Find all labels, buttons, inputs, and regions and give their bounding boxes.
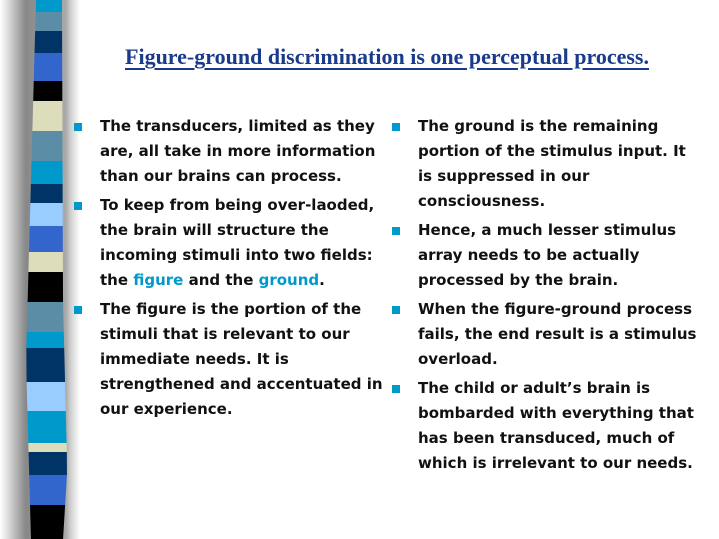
decorative-stripe-bar (26, 0, 67, 539)
square-bullet-icon (74, 202, 82, 210)
bullet-item: When the figure-ground process fails, th… (392, 297, 702, 372)
square-bullet-icon (392, 123, 400, 131)
square-bullet-icon (392, 306, 400, 314)
square-bullet-icon (392, 227, 400, 235)
bullet-text: and the (183, 271, 259, 289)
stripe-segment (34, 31, 63, 53)
stripe-segment (29, 226, 63, 252)
bullet-item: The transducers, limited as they are, al… (74, 114, 384, 189)
bullet-text: The transducers, limited as they are, al… (100, 117, 376, 185)
bullet-text: When the figure-ground process fails, th… (418, 300, 697, 368)
stripe-segment (35, 0, 63, 12)
stripe-segment (27, 411, 67, 443)
stripe-segment (27, 272, 64, 302)
stripe-segment (33, 53, 63, 81)
stripe-segment (26, 382, 66, 411)
bullet-text: Hence, a much lesser stimulus array need… (418, 221, 677, 289)
bullet-text: . (319, 271, 325, 289)
square-bullet-icon (74, 306, 82, 314)
bullet-item: Hence, a much lesser stimulus array need… (392, 218, 702, 293)
stripe-segment (30, 161, 63, 184)
bullet-text: The figure is the portion of the stimuli… (100, 300, 383, 418)
bullet-item: To keep from being over-laoded, the brai… (74, 193, 384, 293)
stripe-segment (28, 443, 67, 452)
stripe-segment (28, 252, 63, 272)
stripe-segment (31, 131, 63, 161)
stripe-segment (33, 81, 63, 101)
highlight-ground: ground (258, 271, 320, 289)
bullet-text: To keep from being over-laoded, the brai… (100, 196, 375, 289)
left-column: The transducers, limited as they are, al… (74, 114, 384, 426)
right-column: The ground is the remaining portion of t… (392, 114, 702, 480)
bullet-text: The child or adult’s brain is bombarded … (418, 379, 694, 472)
stripe-segment (26, 302, 64, 332)
highlight-figure: figure (133, 271, 184, 289)
stripe-segment (29, 475, 67, 505)
square-bullet-icon (74, 123, 82, 131)
bullet-item: The figure is the portion of the stimuli… (74, 297, 384, 422)
slide-title: Figure-ground discrimination is one perc… (125, 44, 649, 69)
stripe-segment (28, 452, 67, 475)
bullet-text: The ground is the remaining portion of t… (418, 117, 686, 210)
bullet-item: The ground is the remaining portion of t… (392, 114, 702, 214)
stripe-segment (30, 184, 63, 203)
bullet-item: The child or adult’s brain is bombarded … (392, 376, 702, 476)
stripe-segment (26, 348, 66, 382)
stripe-segment (32, 101, 63, 131)
stripe-segment (29, 203, 63, 226)
stripe-segment (26, 332, 65, 348)
stripe-segment (30, 505, 66, 539)
stripe-segment (35, 12, 63, 31)
square-bullet-icon (392, 385, 400, 393)
